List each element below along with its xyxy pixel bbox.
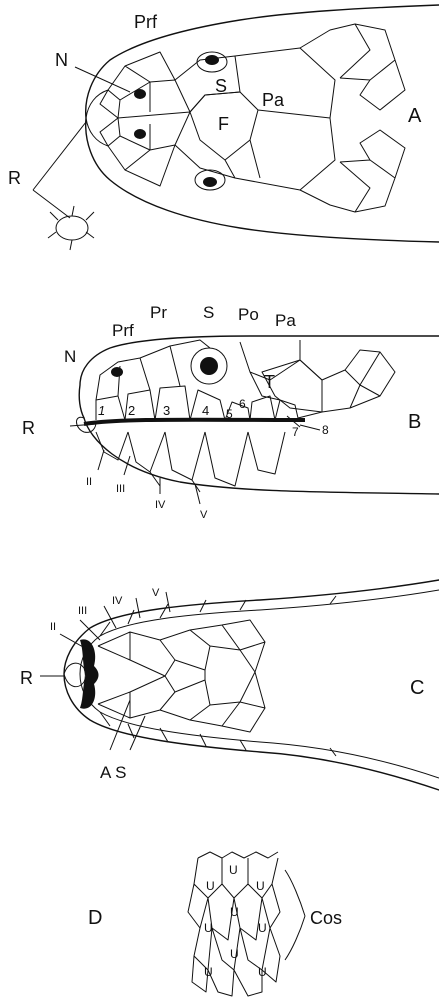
- upper-labial-1: 1: [98, 403, 105, 418]
- mouth-line: [84, 420, 305, 424]
- head-outline-dorsal: [86, 5, 439, 242]
- lower-labial-iii-c: III: [78, 605, 87, 617]
- upper-labial-4: 4: [202, 403, 209, 418]
- panel-letter-c: C: [410, 677, 424, 699]
- detached-rostral-scale: [56, 216, 88, 240]
- label-n-a: N: [55, 50, 68, 70]
- label-pr-b: Pr: [150, 303, 167, 322]
- scale-mark-5: U: [204, 921, 213, 935]
- scale-mark-1: U: [229, 863, 238, 877]
- lateral-head-scales: [108, 24, 405, 212]
- label-po-b: Po: [238, 305, 259, 324]
- cos-bracket: [285, 870, 305, 960]
- panel-d-body-scales: U U U U U U U U U Cos D: [88, 852, 342, 996]
- panel-letter-d: D: [88, 907, 102, 929]
- nostril-top: [134, 89, 146, 99]
- scale-mark-6: U: [258, 921, 267, 935]
- lower-labial-iii-b: III: [116, 483, 125, 495]
- upper-labial-7: 7: [292, 425, 299, 439]
- label-s-b: S: [203, 303, 214, 322]
- prefrontal-scales: [118, 80, 190, 150]
- scale-mark-4: U: [230, 905, 239, 919]
- lower-labial-v-c: V: [152, 587, 160, 599]
- label-pa-b: Pa: [275, 311, 296, 330]
- upper-labial-2: 2: [128, 403, 135, 418]
- label-r-a: R: [8, 168, 21, 188]
- lower-labial-iv-c: IV: [112, 595, 123, 607]
- label-n-b: N: [64, 347, 76, 366]
- label-r-c: R: [20, 668, 33, 688]
- panel-c-ventral-view: II III IV V R A S C: [20, 580, 439, 790]
- scale-mark-7: U: [230, 947, 239, 961]
- label-cos-d: Cos: [310, 908, 342, 928]
- upper-labial-6: 6: [239, 397, 246, 411]
- mental-groove: [80, 639, 99, 708]
- lower-labial-pointers-b: [98, 450, 200, 504]
- panel-b-lateral-view: Pr Prf S Po Pa N T R B 1 2 3 4 5 6 7 8 I…: [22, 303, 439, 521]
- internasal-scales: [100, 90, 120, 146]
- upper-labial-5: 5: [226, 407, 233, 421]
- label-t-b: T: [264, 372, 275, 392]
- scale-mark-3: U: [256, 879, 265, 893]
- eye-pupil-top: [205, 55, 219, 65]
- nostril-lateral: [111, 367, 123, 377]
- label-pa-a: Pa: [262, 90, 285, 110]
- scale-mark-2: U: [206, 879, 215, 893]
- chin-shields: [98, 620, 265, 732]
- label-as-c: A S: [100, 763, 126, 782]
- head-outline-ventral-outer: [64, 580, 439, 790]
- lower-labials-ventral: [100, 596, 336, 756]
- panel-letter-a: A: [408, 105, 422, 127]
- upper-labial-8: 8: [322, 423, 329, 437]
- lower-labial-ii-c: II: [50, 621, 56, 633]
- panel-a-dorsal-view: Prf N S Pa F R A: [8, 5, 439, 250]
- nostril-bottom: [134, 129, 146, 139]
- label-f-a: F: [218, 114, 229, 134]
- lower-jaw-outline: [84, 418, 439, 494]
- label-r-b: R: [22, 418, 35, 438]
- scale-mark-9: U: [258, 965, 267, 979]
- lower-labial-ii-b: II: [86, 476, 92, 488]
- scale-mark-8: U: [204, 965, 213, 979]
- lower-labial-v-b: V: [200, 509, 208, 521]
- head-outline-ventral-inner: [80, 590, 439, 778]
- label-s-a: S: [215, 76, 227, 96]
- lower-labial-iv-b: IV: [155, 499, 166, 511]
- upper-labial-3: 3: [163, 403, 170, 418]
- supraocular-scales: [175, 56, 240, 178]
- rostral-ventral: [64, 663, 86, 686]
- eye-pupil-lateral: [200, 357, 218, 375]
- r-pointer-lines: [33, 122, 86, 218]
- panel-letter-b: B: [408, 411, 421, 433]
- parietal-scales: [235, 48, 335, 190]
- eye-pupil-bottom: [203, 177, 217, 187]
- detached-rostral-ticks: [48, 206, 94, 250]
- label-prf-a: Prf: [134, 12, 158, 32]
- rostral-scale: [86, 90, 108, 146]
- label-prf-b: Prf: [112, 321, 134, 340]
